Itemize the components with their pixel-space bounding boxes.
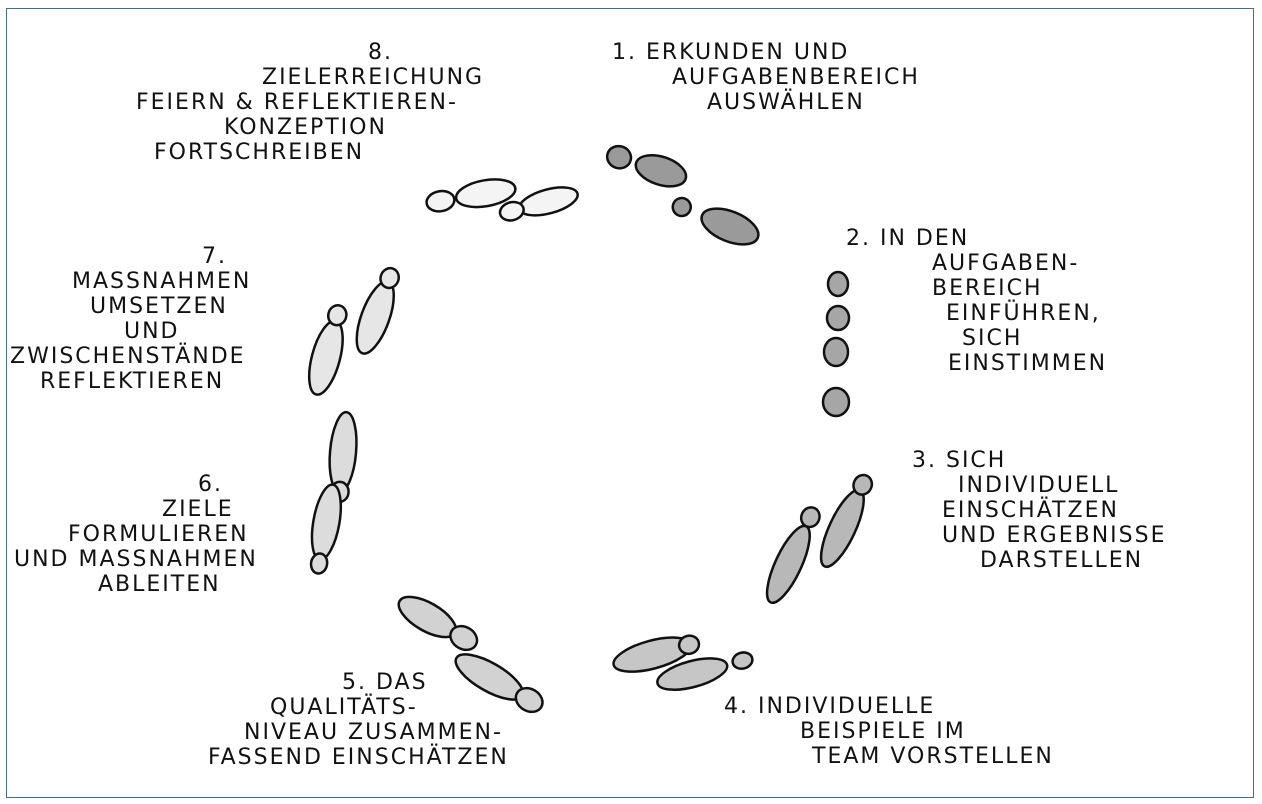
step-5-footprint bbox=[454, 653, 544, 714]
step-8-label: 8. ZIELERREICHUNG FEIERN & REFLEKTIEREN-… bbox=[136, 40, 485, 165]
step-7-footprint bbox=[307, 304, 348, 396]
step-8-footprint bbox=[425, 178, 517, 213]
step-7-footprint bbox=[355, 266, 401, 355]
step-2-label: 2. IN DEN AUFGABEN- BEREICH EINFÜHREN, S… bbox=[846, 226, 1108, 376]
step-8-footprint bbox=[498, 186, 579, 222]
step-3-label: 3. SICH INDIVIDUELL EINSCHÄTZEN UND ERGE… bbox=[912, 448, 1167, 573]
step-3-footprint bbox=[819, 473, 874, 569]
step-6-label: 6. ZIELE FORMULIEREN UND MASSNAHMEN ABLE… bbox=[14, 472, 258, 597]
step-4-label: 4. INDIVIDUELLE BEISPIELE IM TEAM VORSTE… bbox=[724, 694, 1054, 769]
step-7-label: 7. MASSNAHMEN UMSETZEN UND ZWISCHENSTÄND… bbox=[10, 244, 252, 394]
step-3-footprint bbox=[765, 506, 821, 605]
step-6-footprint bbox=[309, 483, 343, 575]
step-5-footprint bbox=[397, 595, 479, 652]
step-1-label: 1. ERKUNDEN UND AUFGABENBEREICH AUSWÄHLE… bbox=[612, 40, 920, 115]
step-5-label: 5. DAS QUALITÄTS- NIVEAU ZUSAMMEN- FASSE… bbox=[208, 670, 509, 770]
step-1-footprint bbox=[671, 196, 760, 246]
step-4-footprint bbox=[612, 634, 701, 673]
step-1-footprint bbox=[605, 144, 688, 188]
step-2-footprint bbox=[821, 336, 851, 418]
step-4-footprint bbox=[656, 651, 754, 691]
step-2-footprint bbox=[825, 270, 851, 332]
